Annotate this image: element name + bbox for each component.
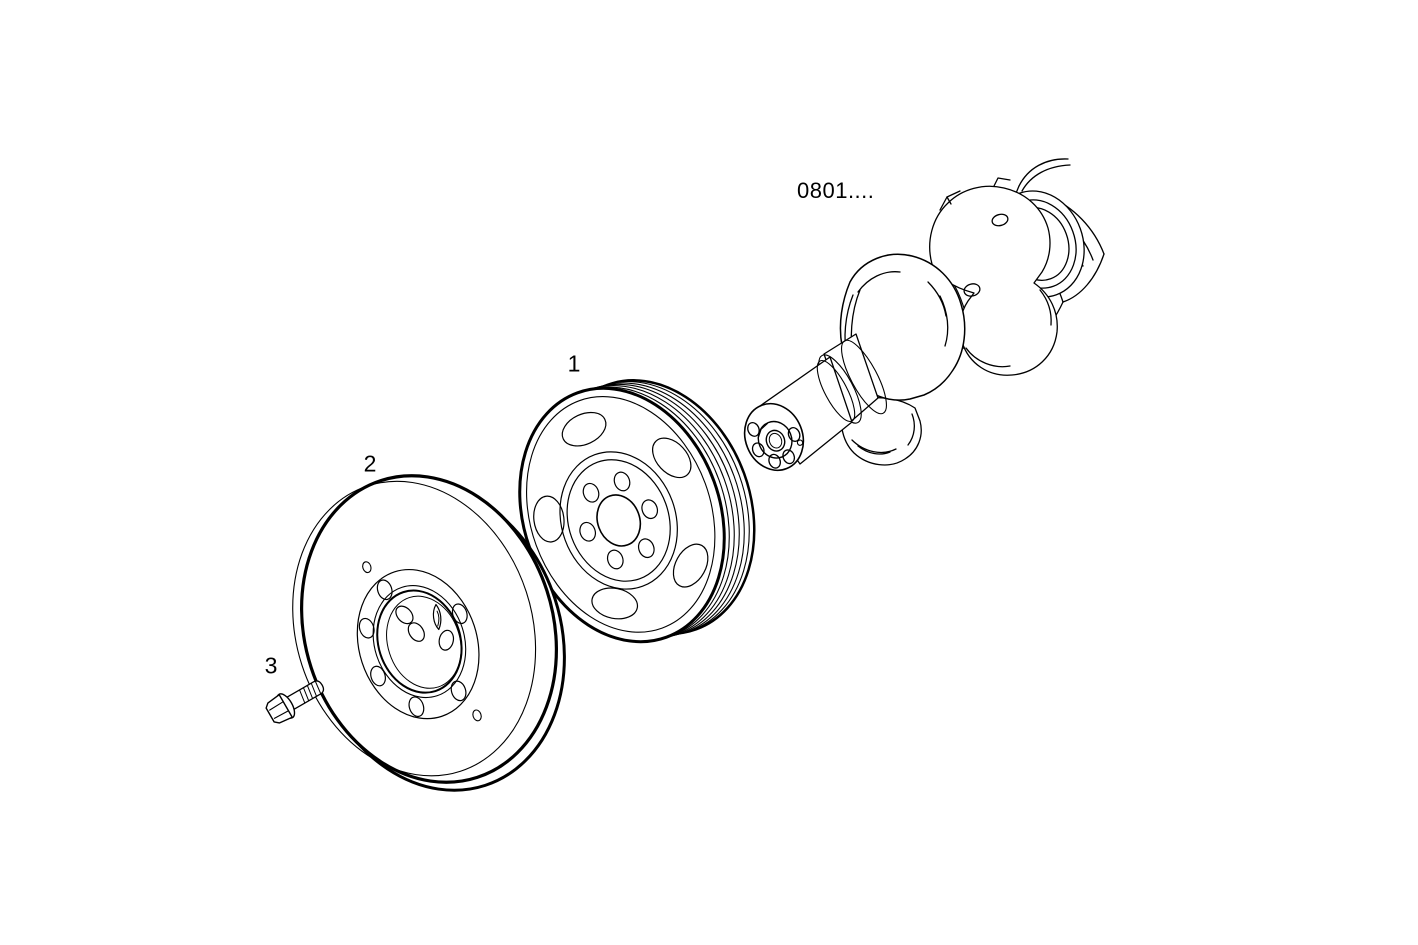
crankshaft-reference-label: 0801.... <box>797 178 875 203</box>
damper-face <box>292 474 559 784</box>
damper-face-hole <box>472 709 482 722</box>
callout-part-3: 3 <box>264 652 278 679</box>
bolt-head <box>265 694 293 724</box>
pulley-hub <box>559 451 678 590</box>
damper-flange <box>356 568 480 720</box>
damper-face-hole <box>362 561 372 574</box>
crankshaft-drawing <box>743 158 1105 472</box>
callout-part-2: 2 <box>363 450 377 477</box>
bolt-drawing <box>265 680 325 724</box>
crankshaft-nose-face <box>743 402 805 472</box>
damper-hub-recess <box>372 585 467 699</box>
damper-drawing <box>292 474 566 792</box>
pulley-drawing <box>518 379 756 644</box>
callout-part-1: 1 <box>567 350 581 377</box>
pulley-face <box>518 386 726 644</box>
